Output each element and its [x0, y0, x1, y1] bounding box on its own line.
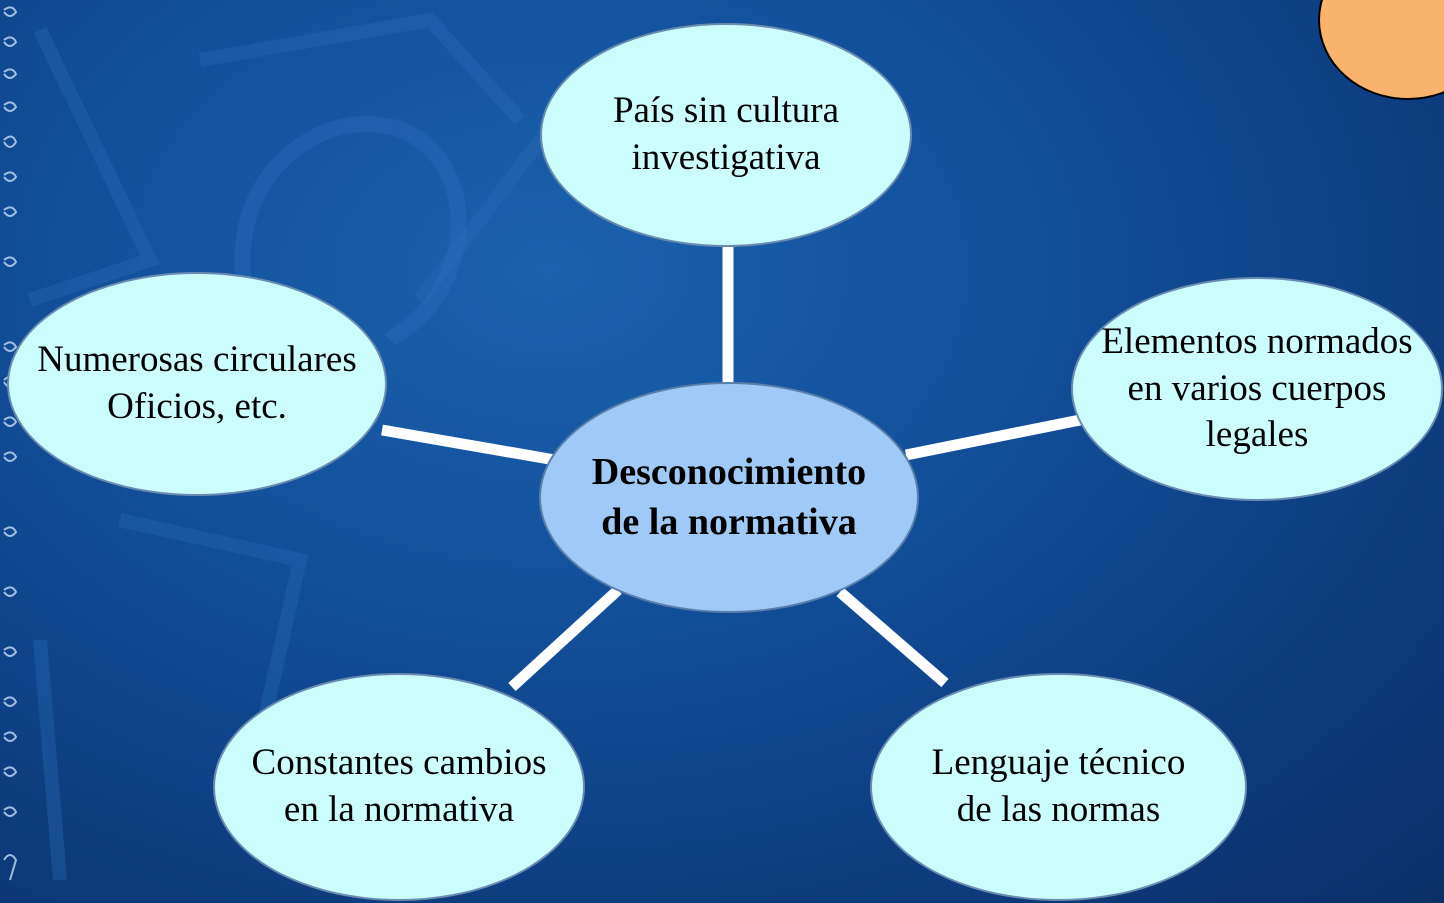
central-node-desconocimiento: Desconocimiento de la normativa [539, 382, 919, 613]
node-line: legales [1205, 414, 1309, 456]
node-lenguaje-tecnico: Lenguaje técnico de las normas [870, 673, 1247, 901]
node-line: en la normativa [283, 789, 515, 830]
node-elementos-normados: Elementos normados en varios cuerpos leg… [1071, 277, 1443, 501]
connector-bottom-right [836, 587, 949, 688]
node-line: Constantes cambios [251, 742, 547, 784]
center-line: de la normativa [601, 500, 857, 543]
node-line: País sin cultura [612, 90, 840, 132]
node-line: de las normas [956, 789, 1161, 830]
connector-left [381, 424, 556, 466]
node-pais-sin-cultura-investigativa: País sin cultura investigativa [540, 23, 912, 247]
center-line: Desconocimiento [591, 451, 867, 494]
node-line: en varios cuerpos [1127, 367, 1387, 409]
node-constantes-cambios: Constantes cambios en la normativa [213, 673, 585, 901]
node-line: Numerosas circulares [37, 339, 357, 381]
connector-right [904, 414, 1082, 461]
connector-bottom-left [508, 585, 622, 692]
node-line: investigativa [631, 137, 821, 178]
node-line: Lenguaje técnico [931, 742, 1186, 784]
handwriting-strip-icon [3, 6, 18, 881]
node-line: Elementos normados [1101, 320, 1413, 362]
node-numerosas-circulares: Numerosas circulares Oficios, etc. [7, 272, 387, 496]
node-line: Oficios, etc. [107, 386, 287, 427]
